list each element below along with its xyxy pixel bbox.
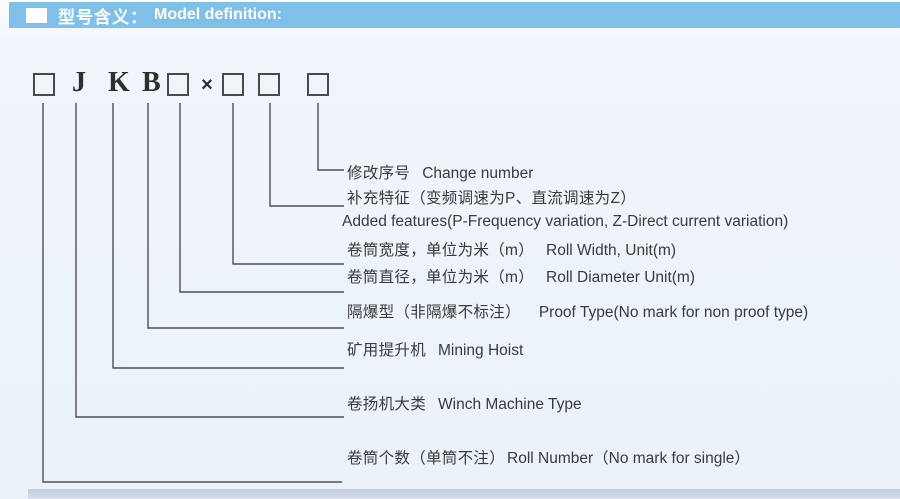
page-edge-strip <box>28 489 900 499</box>
definition-zh: 卷筒宽度，单位为米（m） <box>347 242 535 259</box>
definition-zh: 卷筒直径，单位为米（m） <box>347 269 535 286</box>
definition-zh: 卷扬机大类 <box>347 396 427 413</box>
connector-line-roll-width <box>232 103 344 265</box>
definition-added-features: 补充特征（变频调速为P、直流调速为Z） Added features(P-Fre… <box>342 187 788 233</box>
definition-en: Added features(P-Frequency variation, Z-… <box>342 213 789 230</box>
model-code-box-8 <box>307 73 329 96</box>
definition-roll-width: 卷筒宽度，单位为米（m） Roll Width, Unit(m) <box>347 238 676 260</box>
white-square-icon <box>26 7 47 23</box>
model-code-box-5 <box>167 73 189 96</box>
connector-line-roll-diameter <box>179 103 344 293</box>
definition-roll-number: 卷筒个数（单筒不注）Roll Number（No mark for single… <box>347 446 750 468</box>
connector-line-roll-number <box>42 103 342 483</box>
definition-roll-diameter: 卷筒直径，单位为米（m） Roll Diameter Unit(m) <box>347 265 695 287</box>
definition-zh: 卷筒个数（单筒不注） <box>347 450 506 467</box>
model-code-box-6 <box>222 73 244 96</box>
definition-zh: 隔爆型（非隔爆不标注） <box>347 304 521 321</box>
definition-en: Roll Width, Unit(m) <box>546 242 677 259</box>
section-title-en: Model definition: <box>154 6 282 23</box>
connector-line-added-features <box>269 103 344 207</box>
definition-mining-hoist: 矿用提升机 Mining Hoist <box>347 338 523 360</box>
connector-line-proof-type <box>147 103 344 329</box>
definition-en: Change number <box>422 165 534 182</box>
definition-en: Roll Number（No mark for single） <box>507 450 750 467</box>
definition-en: Winch Machine Type <box>438 396 582 413</box>
multiply-sign: × <box>201 74 213 96</box>
model-code-box-7 <box>258 73 280 96</box>
definition-zh: 矿用提升机 <box>347 342 427 359</box>
model-code-letter-b: B <box>142 67 161 98</box>
connector-line-winch-type <box>75 103 344 418</box>
section-header-bar: 型号含义： Model definition: <box>9 2 900 28</box>
definition-zh: 修改序号 <box>347 165 411 182</box>
definition-winch-machine-type: 卷扬机大类 Winch Machine Type <box>347 392 582 414</box>
connector-line-mining-hoist <box>112 103 344 369</box>
connector-line-change-number <box>317 103 344 171</box>
definition-en: Proof Type(No mark for non proof type) <box>538 304 809 321</box>
definition-en: Roll Diameter Unit(m) <box>546 269 696 286</box>
model-code-box-1 <box>33 73 55 96</box>
definition-zh: 补充特征（变频调速为P、直流调速为Z） <box>347 190 637 207</box>
model-code-letter-j: J <box>72 67 86 98</box>
definition-en: Mining Hoist <box>438 342 524 359</box>
section-title-zh: 型号含义： <box>58 7 148 27</box>
definition-change-number: 修改序号 Change number <box>347 161 533 183</box>
definition-proof-type: 隔爆型（非隔爆不标注） Proof Type(No mark for non pr… <box>347 300 808 322</box>
